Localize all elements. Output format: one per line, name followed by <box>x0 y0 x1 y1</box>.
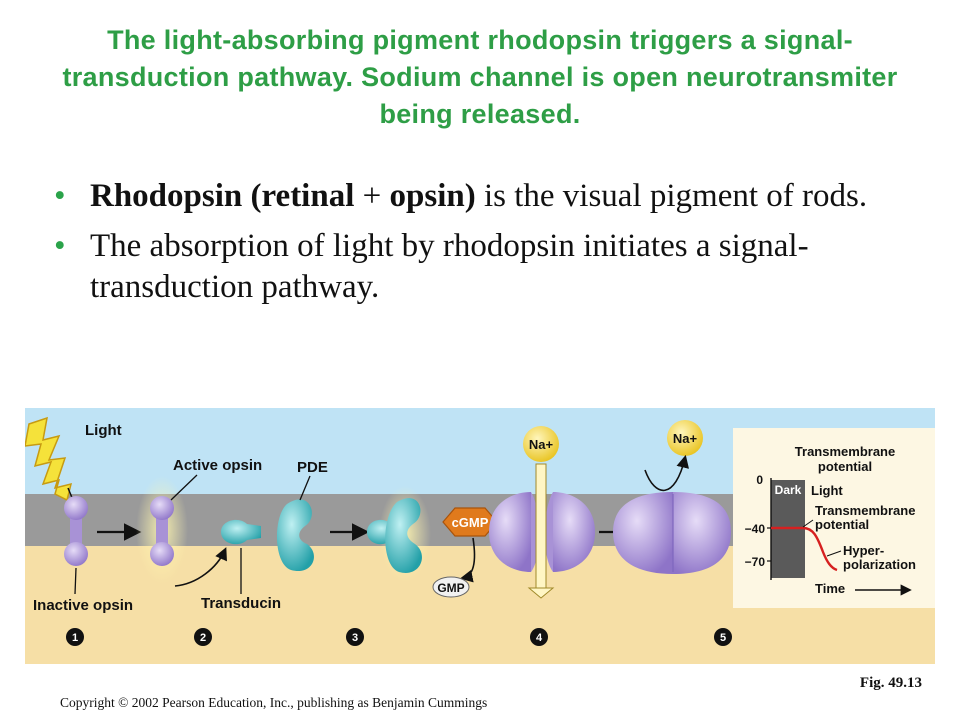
gmp-badge: GMP <box>432 576 470 598</box>
bullet-1-strong-rhodopsin: Rhodopsin (retinal <box>90 178 355 214</box>
label-transducin: Transducin <box>201 595 281 612</box>
label-light: Light <box>85 422 122 439</box>
copyright-notice: Copyright © 2002 Pearson Education, Inc.… <box>60 695 488 710</box>
step-2-marker: 2 <box>194 628 212 646</box>
sodium-blocked-arrow <box>644 454 689 492</box>
na-ion-1: Na+ <box>523 426 559 462</box>
svg-text:2: 2 <box>200 632 206 644</box>
label-pde: PDE <box>297 459 328 476</box>
label-inactive-opsin: Inactive opsin <box>33 597 133 614</box>
pde-pointer <box>299 475 311 501</box>
potential-graph: Transmembrane potential Dark Light 0 −40… <box>733 428 935 608</box>
hyper-label-line1: Hyper- <box>843 543 884 558</box>
bullet-2-text: The absorption of light by rhodopsin ini… <box>90 228 809 305</box>
label-na-2: Na+ <box>673 431 698 446</box>
curve-label-line1: Transmembrane <box>815 503 915 518</box>
pde-molecule <box>276 499 314 572</box>
potential-curve <box>771 526 838 572</box>
bullet-1-strong-opsin: opsin) <box>389 178 476 214</box>
graph-title-line1: Transmembrane <box>795 444 895 459</box>
bullet-1-rest: is the visual pigment of rods. <box>475 178 868 214</box>
transducin-activation-arrow <box>174 547 227 587</box>
slide-title: The light-absorbing pigment rhodopsin tr… <box>62 25 898 129</box>
sodium-channel-closed <box>613 492 731 574</box>
na-ion-2: Na+ <box>667 420 703 456</box>
graph-panel <box>733 428 935 608</box>
label-na-1: Na+ <box>529 437 554 452</box>
bullet-dot-icon: • <box>54 178 66 214</box>
transducin-molecule <box>221 519 261 545</box>
graph-dark-label: Dark <box>775 483 802 497</box>
graph-title-line2: potential <box>818 459 872 474</box>
graph-tick-70: −70 <box>745 555 766 569</box>
hyper-label-line2: polarization <box>843 557 916 572</box>
label-gmp: GMP <box>437 581 464 595</box>
svg-text:4: 4 <box>536 632 543 644</box>
sodium-influx-arrow <box>527 463 555 599</box>
step-5-marker: 5 <box>714 628 732 646</box>
bullet-1: • Rhodopsin (retinal + opsin) is the vis… <box>50 176 930 217</box>
inactive-opsin-molecule <box>64 496 88 566</box>
label-cgmp: cGMP <box>452 515 489 530</box>
step-4-marker: 4 <box>530 628 548 646</box>
step-3-marker: 3 <box>346 628 364 646</box>
curve-label-line2: potential <box>815 517 869 532</box>
label-active-opsin: Active opsin <box>173 457 262 474</box>
bullet-1-plus: + <box>354 178 390 214</box>
inactive-opsin-pointer <box>74 567 77 595</box>
graph-light-label: Light <box>811 483 843 498</box>
svg-text:3: 3 <box>352 632 358 644</box>
svg-text:1: 1 <box>72 632 78 644</box>
bullet-list: • Rhodopsin (retinal + opsin) is the vis… <box>50 176 930 317</box>
figure-label: Fig. 49.13 <box>859 675 922 691</box>
pde-active-molecule <box>385 498 422 573</box>
active-opsin-pointer <box>170 474 198 501</box>
step-1-marker: 1 <box>66 628 84 646</box>
graph-tick-40: −40 <box>745 522 766 536</box>
graph-time-label: Time <box>815 581 845 596</box>
active-opsin-molecule <box>150 496 174 566</box>
rod-signal-transduction-figure: Light Inactive opsin Active opsin Transd… <box>25 408 935 664</box>
bullet-dot-icon: • <box>54 228 66 264</box>
svg-text:5: 5 <box>720 632 726 644</box>
bullet-2: • The absorption of light by rhodopsin i… <box>50 226 930 308</box>
lightning-icon <box>25 416 73 502</box>
cgmp-to-gmp-arrow <box>459 537 476 583</box>
graph-tick-0: 0 <box>756 473 763 487</box>
cgmp-badge: cGMP <box>442 507 498 537</box>
